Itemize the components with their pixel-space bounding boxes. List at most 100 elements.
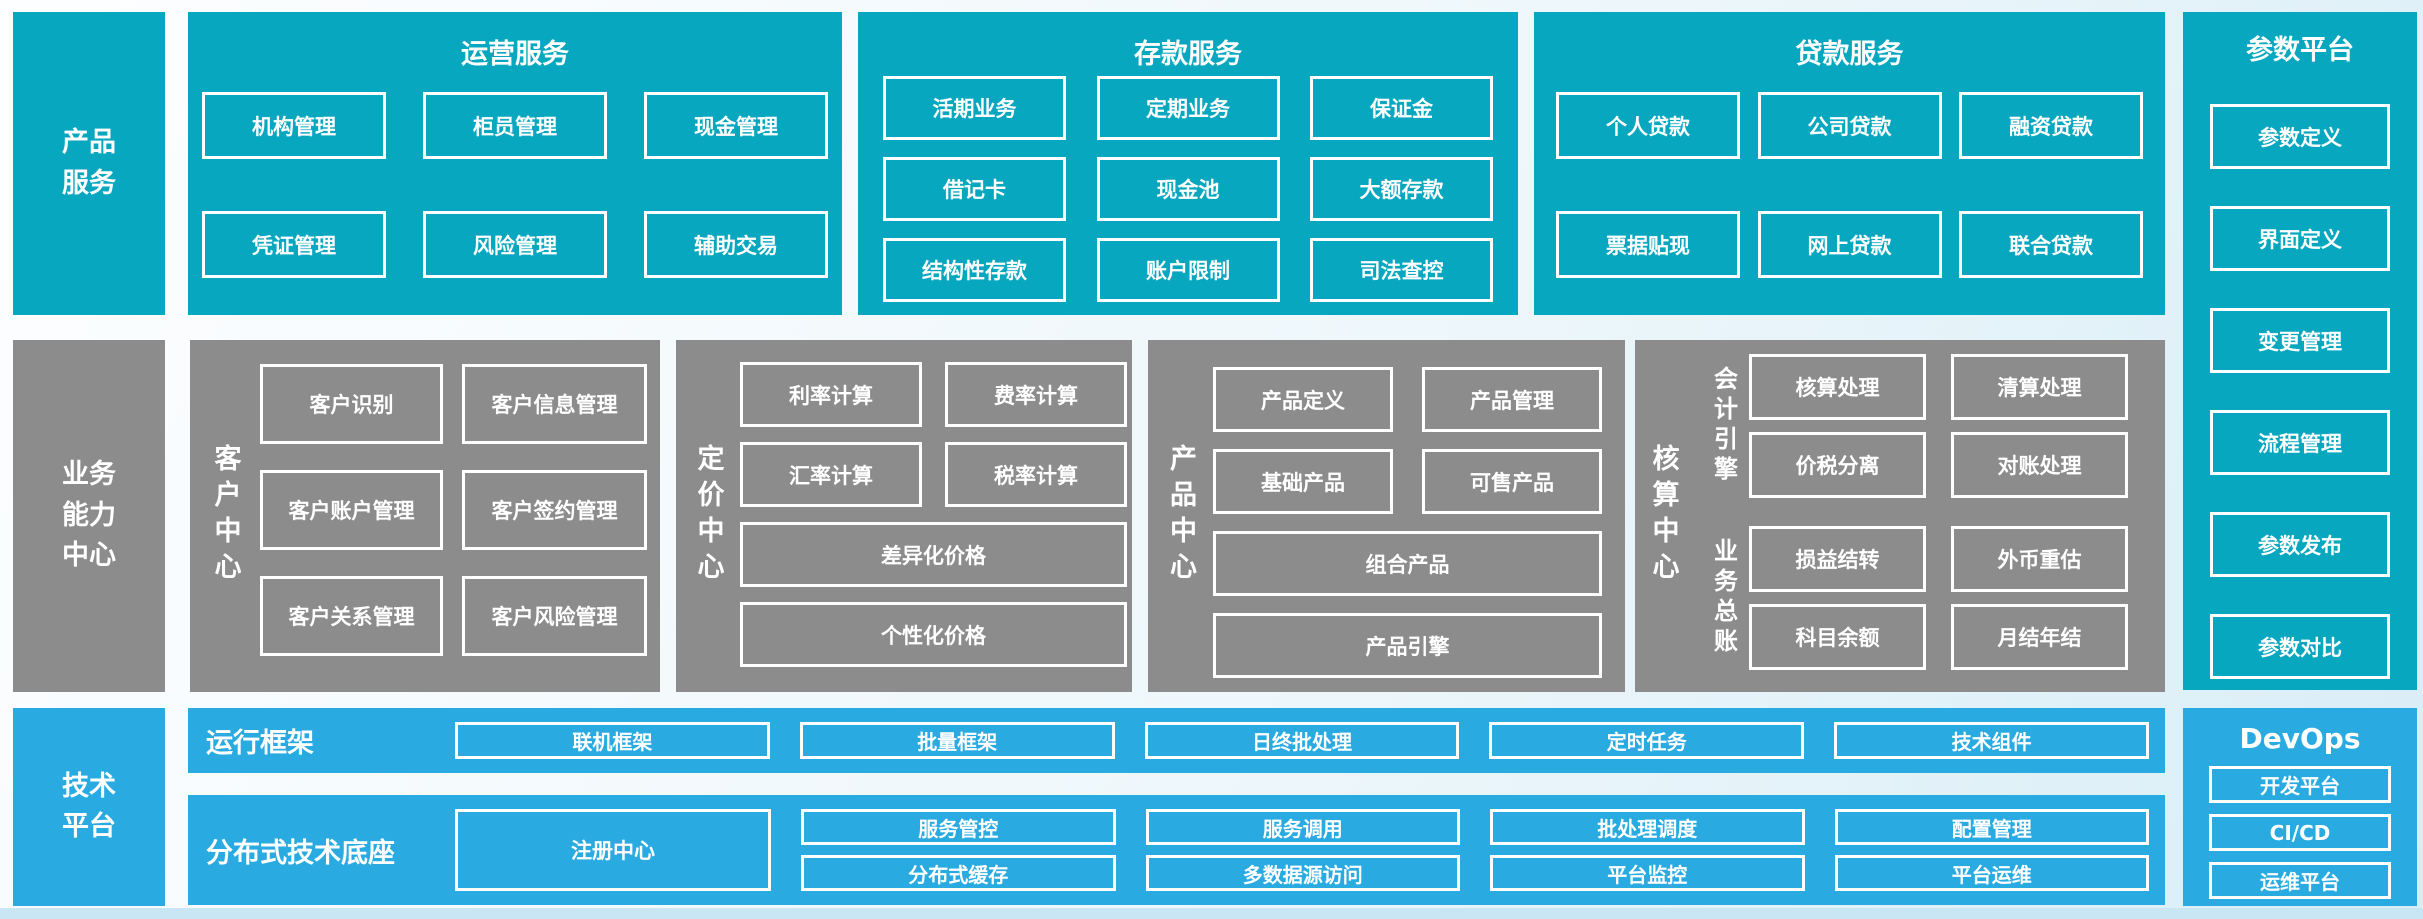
box-grid: 损益结转 外币重估 科目余额 月结年结 [1749,526,2128,670]
service-box: 融资贷款 [1959,92,2143,159]
service-box: 柜员管理 [423,92,607,159]
band-label: 分布式技术底座 [206,837,395,869]
capability-box: 客户信息管理 [462,364,647,444]
box-row: 凭证管理 风险管理 辅助交易 [202,211,828,278]
panel-customer-center: 客户中心 客户识别 客户信息管理 客户账户管理 客户签约管理 客户关系管理 客户… [190,340,660,692]
box-row: 票据贴现 网上贷款 联合贷款 [1556,211,2143,278]
panel-loan-services: 贷款服务 个人贷款 公司贷款 融资贷款 票据贴现 网上贷款 联合贷款 [1534,12,2165,315]
box-row: 个人贷款 公司贷款 融资贷款 [1556,92,2143,159]
capability-box: 科目余额 [1749,604,1926,670]
capability-box: 可售产品 [1422,449,1602,514]
tech-box: 日终批处理 [1144,722,1460,759]
panel-pricing-center: 定价中心 利率计算 费率计算 汇率计算 税率计算 差异化价格 个性化价格 [676,340,1132,692]
service-box: 司法查控 [1310,238,1493,302]
tech-box: 批处理调度 [1490,809,1805,845]
service-box: 借记卡 [883,157,1066,221]
capability-box: 产品管理 [1422,367,1602,432]
tech-box: 批量框架 [799,722,1115,759]
service-box: 联合贷款 [1959,211,2143,278]
tech-box: 服务调用 [1145,809,1460,845]
panel-parameter-platform: 参数平台 参数定义 界面定义 变更管理 流程管理 参数发布 参数对比 [2183,12,2417,690]
capability-box: 对账处理 [1951,432,2128,498]
accounting-groups: 会计引擎 核算处理 清算处理 价税分离 对账处理 业务总账 损益结转 外币重估 … [1699,354,2128,692]
tech-box: 分布式缓存 [801,855,1116,891]
tech-box-registry: 注册中心 [455,809,771,891]
tech-box: 配置管理 [1834,809,2149,845]
capability-box: 差异化价格 [740,522,1127,587]
box-grid: 产品定义 产品管理 基础产品 可售产品 组合产品 产品引擎 [1213,367,1602,692]
box-row: 结构性存款 账户限制 司法查控 [883,238,1493,302]
capability-box: 外币重估 [1951,526,2128,592]
sidebar-tech-platform: 技术平台 [13,708,165,906]
panel-product-center: 产品中心 产品定义 产品管理 基础产品 可售产品 组合产品 产品引擎 [1148,340,1625,692]
capability-box: 客户风险管理 [462,576,647,656]
tech-box: 运维平台 [2209,862,2391,899]
tech-box: CI/CD [2209,814,2391,851]
band-distributed-base: 分布式技术底座 注册中心 服务管控 服务调用 批处理调度 配置管理 分布式缓存 … [188,795,2165,905]
panel-title: 运营服务 [461,39,569,70]
service-box: 机构管理 [202,92,386,159]
box-row: 机构管理 柜员管理 现金管理 [202,92,828,159]
panel-title: 参数平台 [2246,35,2354,66]
service-box: 网上贷款 [1757,211,1942,278]
center-label: 产品中心 [1165,444,1196,588]
capability-box: 税率计算 [945,442,1127,507]
capability-box: 核算处理 [1749,354,1926,420]
sidebar-label: 产品服务 [62,127,116,199]
group-business-ledger: 业务总账 损益结转 外币重估 科目余额 月结年结 [1699,526,2128,670]
box-grid: 客户识别 客户信息管理 客户账户管理 客户签约管理 客户关系管理 客户风险管理 [260,364,647,692]
service-box: 辅助交易 [644,211,828,278]
capability-box: 组合产品 [1213,531,1602,596]
capability-box: 产品引擎 [1213,613,1602,678]
capability-box: 基础产品 [1213,449,1393,514]
capability-box: 损益结转 [1749,526,1926,592]
service-box: 凭证管理 [202,211,386,278]
band-label: 运行框架 [206,728,314,759]
panel-devops: DevOps 开发平台 CI/CD 运维平台 [2183,708,2417,906]
service-box: 活期业务 [883,76,1066,140]
tech-box: 平台运维 [1834,855,2149,891]
box-grid: 核算处理 清算处理 价税分离 对账处理 [1749,354,2128,498]
group-accounting-engine: 会计引擎 核算处理 清算处理 价税分离 对账处理 [1699,354,2128,498]
center-label: 定价中心 [692,444,724,588]
service-box: 票据贴现 [1556,211,1740,278]
box-grid: 利率计算 费率计算 汇率计算 税率计算 差异化价格 个性化价格 [740,362,1127,692]
panel-operations-services: 运营服务 机构管理 柜员管理 现金管理 凭证管理 风险管理 辅助交易 [188,12,842,315]
service-box: 大额存款 [1310,157,1493,221]
capability-box: 利率计算 [740,362,922,427]
capability-box: 客户账户管理 [260,470,443,550]
service-box: 公司贷款 [1757,92,1942,159]
tech-box: 服务管控 [801,809,1116,845]
service-box: 参数发布 [2210,512,2390,577]
box-row: 联机框架 批量框架 日终批处理 定时任务 技术组件 [455,708,2165,773]
group-label: 会计引擎 [1709,366,1738,486]
panel-deposit-services: 存款服务 活期业务 定期业务 保证金 借记卡 现金池 大额存款 结构性存款 账户… [858,12,1518,315]
service-box: 界面定义 [2210,206,2390,271]
capability-box: 月结年结 [1951,604,2128,670]
tech-box: 联机框架 [455,722,770,759]
box-row: 借记卡 现金池 大额存款 [883,157,1493,221]
service-box: 结构性存款 [883,238,1066,302]
panel-title: 存款服务 [1134,39,1242,70]
panel-accounting-center: 核算中心 会计引擎 核算处理 清算处理 价税分离 对账处理 业务总账 损益结转 … [1635,340,2165,692]
capability-box: 个性化价格 [740,602,1127,667]
capability-box: 客户识别 [260,364,443,444]
tech-box: 平台监控 [1490,855,1805,891]
tech-box: 多数据源访问 [1145,855,1460,891]
panel-title: DevOps [2239,722,2361,755]
service-box: 定期业务 [1096,76,1280,140]
center-label: 客户中心 [209,444,241,588]
panel-title: 贷款服务 [1795,39,1904,70]
box-grid: 服务管控 服务调用 批处理调度 配置管理 分布式缓存 多数据源访问 平台监控 平… [801,795,2165,905]
capability-box: 清算处理 [1951,354,2128,420]
service-box: 参数定义 [2210,104,2390,169]
capability-box: 产品定义 [1213,367,1393,432]
service-box: 参数对比 [2210,614,2390,679]
capability-box: 价税分离 [1749,432,1926,498]
service-box: 个人贷款 [1556,92,1740,159]
service-box: 风险管理 [423,211,607,278]
service-box: 现金池 [1096,157,1280,221]
capability-box: 汇率计算 [740,442,922,507]
service-box: 流程管理 [2210,410,2390,475]
